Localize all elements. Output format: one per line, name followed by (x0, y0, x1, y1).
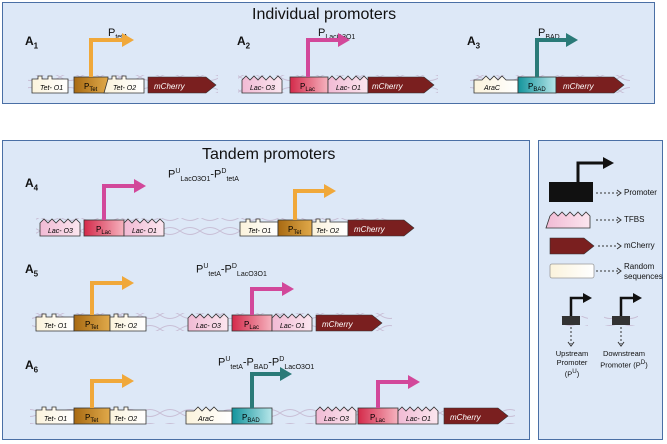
svg-text:Tet- O1: Tet- O1 (44, 323, 67, 330)
individual-title: Individual promoters (252, 6, 397, 23)
svg-text:Tet- O2: Tet- O2 (114, 416, 137, 423)
construct-a4: Lac- O3 PLac Lac- O1 Tet- O1 PTet Tet- O… (36, 179, 415, 237)
legend-mcherry-icon (549, 237, 595, 255)
legend-downstream-icon (604, 293, 642, 347)
construct-a2: Lac- O3 PLac Lac- O1 mCherry (238, 33, 438, 94)
title-a4: PULacO3O1-PDtetA (168, 168, 239, 183)
title-pbad: PBAD (538, 27, 560, 42)
svg-text:Lac- O3: Lac- O3 (196, 323, 221, 330)
ptet-transcription-arrow (89, 38, 124, 77)
legend-upstream-icon (560, 293, 592, 347)
title-a6: PUtetA-PBAD-PDLacO3O1 (218, 356, 315, 371)
legend-tfbs-icon (545, 211, 591, 229)
svg-text:Lac- O3: Lac- O3 (324, 416, 349, 423)
legend (545, 157, 642, 347)
svg-text:Tet- O2: Tet- O2 (114, 323, 137, 330)
construct-a3: AraC PBAD mCherry (470, 33, 630, 94)
tet-o1-box: Tet- O1 (31, 75, 69, 94)
construct-a1: Tet- O1 PTet Tet- O2 mCherry (28, 33, 218, 94)
ptet-label: PTet (84, 82, 98, 93)
svg-text:PLac: PLac (370, 413, 385, 424)
label-a4: A4 (25, 176, 39, 193)
svg-text:Tet- O2: Tet- O2 (316, 228, 339, 235)
svg-text:PTet: PTet (85, 320, 99, 331)
svg-text:PLac: PLac (244, 320, 259, 331)
legend-mcherry-label: mCherry (624, 241, 655, 250)
pbad-transcription-arrow (535, 38, 568, 77)
lac-o3-label: Lac- O3 (250, 85, 275, 92)
title-ptetA: PtetA (108, 27, 128, 42)
arac-label: AraC (483, 85, 501, 92)
label-a5: A5 (25, 262, 39, 279)
plac-box: PLac (289, 76, 329, 94)
tet-o2-box: Tet- O2 (103, 75, 145, 94)
legend-promoter-icon (549, 157, 614, 202)
svg-text:Lac- O3: Lac- O3 (48, 228, 73, 235)
svg-text:mCherry: mCherry (354, 225, 386, 234)
mcherry-arrow-a2: mCherry (367, 76, 435, 94)
svg-text:AraC: AraC (197, 416, 215, 423)
lac-o1-box: Lac- O1 (327, 75, 369, 94)
legend-random-icon (549, 263, 595, 279)
svg-text:PBAD: PBAD (242, 413, 260, 424)
legend-downstream-label: Downstream Promoter (PD) (600, 349, 648, 370)
label-a3: A3 (467, 34, 481, 51)
pbad-label: PBAD (528, 82, 546, 93)
svg-text:mCherry: mCherry (450, 413, 482, 422)
svg-text:PTet: PTet (288, 225, 302, 236)
svg-text:Lac- O1: Lac- O1 (132, 228, 157, 235)
tet-o1-label: Tet- O1 (40, 85, 63, 92)
lac-o3-box: Lac- O3 (241, 75, 283, 94)
tandem-title: Tandem promoters (202, 146, 336, 163)
svg-text:mCherry: mCherry (563, 82, 595, 91)
svg-text:PTet: PTet (85, 413, 99, 424)
legend-upstream-label: Upstream Promoter (PU) (555, 349, 589, 379)
pbad-box: PBAD (517, 76, 557, 94)
svg-text:PLac: PLac (96, 225, 111, 236)
svg-text:mCherry: mCherry (322, 320, 354, 329)
arac-box: AraC (473, 75, 519, 94)
label-a6: A6 (25, 358, 39, 375)
svg-text:Lac- O1: Lac- O1 (406, 416, 431, 423)
mcherry-label: mCherry (154, 82, 186, 91)
mcherry-arrow-a3: mCherry (555, 76, 625, 94)
ptet-box: PTet (73, 76, 109, 94)
construct-a5: Tet- O1 PTet Tet- O2 Lac- O3 PLac Lac- O… (32, 276, 392, 332)
label-a2: A2 (237, 34, 251, 51)
title-a5: PUtetA-PDLacO3O1 (196, 263, 267, 278)
svg-text:Tet- O1: Tet- O1 (248, 228, 271, 235)
mcherry-arrow: mCherry (147, 76, 217, 94)
svg-text:Lac- O1: Lac- O1 (280, 323, 305, 330)
construct-a6: Tet- O1 PTet Tet- O2 AraC PBAD Lac- O3 P… (30, 367, 515, 425)
legend-random-label: Random sequences (624, 262, 663, 281)
label-a1: A1 (25, 34, 39, 51)
lac-o1-label: Lac- O1 (336, 85, 361, 92)
tet-o2-label: Tet- O2 (113, 85, 136, 92)
svg-text:mCherry: mCherry (372, 82, 404, 91)
svg-text:Tet- O1: Tet- O1 (44, 416, 67, 423)
legend-tfbs-label: TFBS (624, 215, 645, 224)
plac-transcription-arrow (306, 38, 340, 77)
legend-promoter-label: Promoter (624, 188, 657, 197)
plac-label: PLac (300, 82, 315, 93)
